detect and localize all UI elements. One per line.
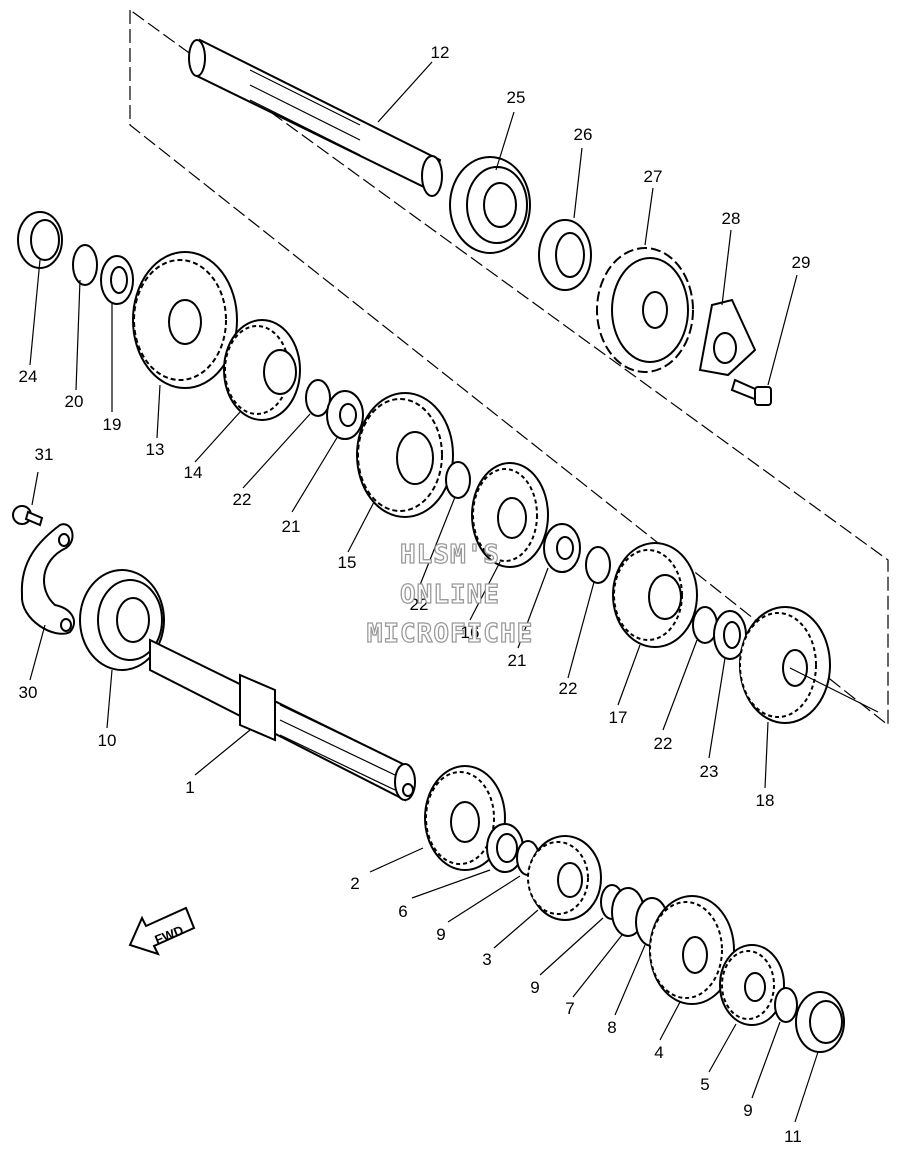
callout-21-lower: 21	[508, 651, 527, 670]
callout-6: 6	[398, 902, 407, 921]
callout-22-upper-a: 22	[233, 490, 252, 509]
bearing-11	[795, 991, 845, 1053]
circlip-22c	[585, 546, 611, 584]
gear-13	[132, 251, 238, 389]
callout-9-c: 9	[743, 1101, 752, 1120]
subassembly-boundary	[129, 9, 889, 727]
gear-18	[739, 606, 831, 724]
callout-19: 19	[103, 415, 122, 434]
callout-22-right: 22	[654, 734, 673, 753]
callout-5: 5	[700, 1075, 709, 1094]
watermark: HLSM'S ONLINE MICROFICHE	[366, 539, 534, 649]
callout-4: 4	[654, 1043, 663, 1062]
watermark-line-2: ONLINE	[400, 580, 500, 610]
gear-2	[424, 765, 506, 871]
callout-20: 20	[65, 392, 84, 411]
callout-8: 8	[607, 1018, 616, 1037]
washer-21b	[543, 523, 581, 573]
callout-31: 31	[35, 445, 54, 464]
callout-2: 2	[350, 874, 359, 893]
callout-17: 17	[609, 708, 628, 727]
circlip-9c	[774, 987, 798, 1023]
callout-25: 25	[507, 88, 526, 107]
screw-31	[12, 505, 44, 527]
callout-11: 11	[784, 1127, 802, 1146]
watermark-line-1: HLSM'S	[400, 540, 500, 570]
callout-14: 14	[184, 463, 203, 482]
callout-23: 23	[700, 762, 719, 781]
callout-7: 7	[565, 999, 574, 1018]
fwd-arrow-icon: FWD	[128, 906, 196, 956]
gear-4	[649, 895, 735, 1005]
bearing-24	[17, 211, 63, 269]
bearing-25	[449, 156, 531, 254]
main-axle-1	[149, 638, 416, 802]
callout-30: 30	[19, 683, 38, 702]
washer-23	[713, 610, 747, 660]
gear-16	[471, 462, 549, 568]
callout-24: 24	[19, 367, 38, 386]
callout-labels: 12 25 26 27 28 29 24 20 19 13 14 22 21 1…	[19, 43, 811, 1146]
callout-26: 26	[574, 125, 593, 144]
callout-28: 28	[722, 209, 741, 228]
callout-10: 10	[98, 731, 117, 750]
leader-lines	[29, 61, 879, 1123]
oil-seal-26	[538, 219, 592, 291]
callout-12: 12	[431, 43, 450, 62]
callout-9-a: 9	[436, 925, 445, 944]
callout-29: 29	[792, 253, 811, 272]
gear-17	[612, 542, 698, 648]
drive-sprocket-27	[596, 247, 694, 373]
watermark-line-3: MICROFICHE	[367, 619, 534, 649]
callout-22-middle: 22	[559, 679, 578, 698]
gear-5	[719, 944, 785, 1026]
main-axle-12	[188, 38, 443, 197]
callout-3: 3	[482, 950, 491, 969]
bolt-29	[730, 378, 772, 406]
circlip-20	[72, 244, 98, 286]
circlip-22a	[305, 379, 331, 417]
bearing-10	[79, 569, 165, 671]
callout-21-upper: 21	[282, 517, 301, 536]
callout-22-upper-b: 22	[410, 595, 429, 614]
callout-9-b: 9	[530, 978, 539, 997]
callout-13: 13	[146, 440, 165, 459]
circlip-22b	[445, 461, 471, 499]
callout-15: 15	[338, 553, 357, 572]
callout-18: 18	[756, 791, 775, 810]
gear-3	[527, 835, 602, 921]
gear-15	[356, 392, 454, 518]
lock-washer-28	[698, 298, 757, 377]
washer-6	[486, 823, 524, 873]
washer-21a	[326, 390, 364, 440]
callout-27: 27	[644, 167, 663, 186]
callout-16: 16	[461, 623, 480, 642]
callout-1: 1	[185, 778, 194, 797]
washer-19	[100, 255, 134, 305]
gear-14	[223, 319, 301, 421]
plate-30	[20, 523, 75, 635]
